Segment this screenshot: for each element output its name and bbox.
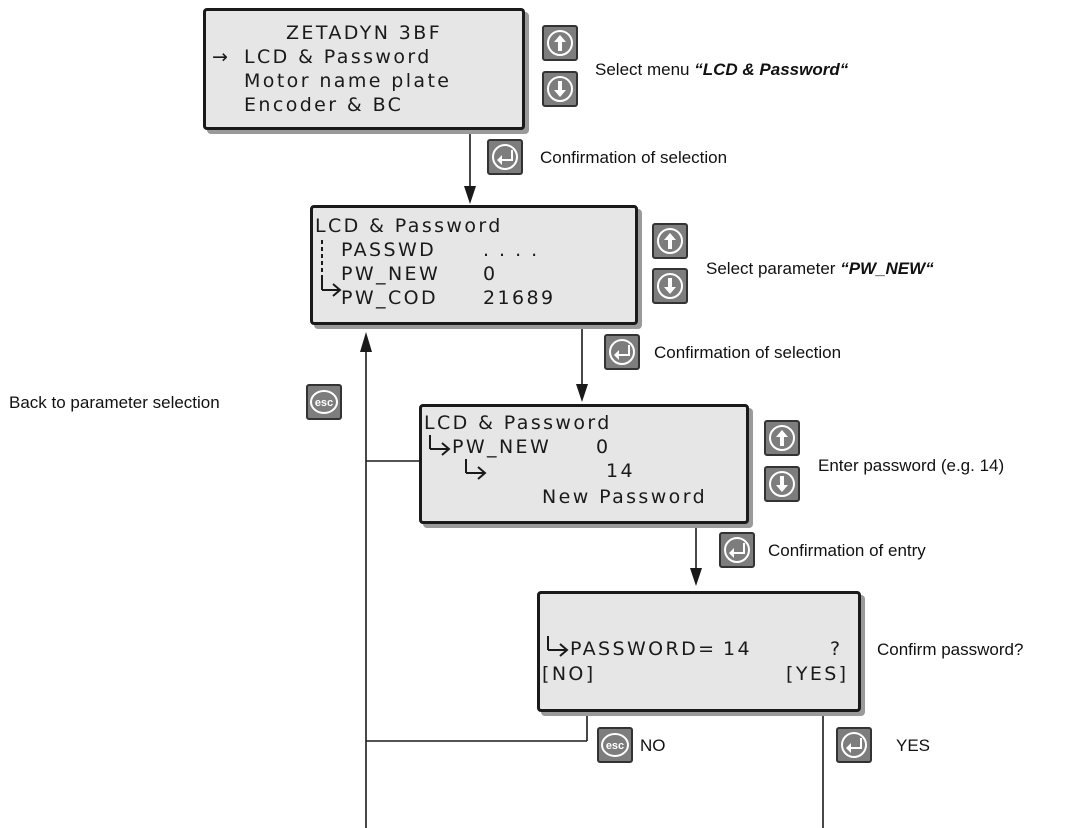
- param-pw-cod-value: 21689: [483, 287, 556, 309]
- label-select-parameter: Select parameter “PW_NEW“: [706, 259, 934, 278]
- esc-icon: esc: [601, 733, 629, 757]
- menu-item-lcd-password[interactable]: LCD & Password: [244, 46, 432, 68]
- lcd-screen-new-password: LCD & Password PW_NEW 0 14 New Password: [419, 404, 749, 524]
- confirm-arrow-icon: [547, 636, 569, 657]
- menu-item-encoder-bc[interactable]: Encoder & BC: [244, 94, 404, 116]
- label-back-to-parameter-selection: Back to parameter selection: [9, 393, 220, 412]
- label-confirm-selection: Confirmation of selection: [540, 148, 728, 167]
- enter-icon: [724, 537, 750, 563]
- enter-icon: [609, 339, 635, 365]
- no-option[interactable]: [NO]: [542, 663, 596, 685]
- label-no: NO: [640, 736, 666, 755]
- new-password-caption: New Password: [542, 486, 708, 508]
- selection-path-icon: [321, 240, 342, 297]
- label-yes: YES: [896, 736, 931, 755]
- esc-key[interactable]: esc: [306, 384, 342, 420]
- up-arrow-icon: [547, 30, 573, 56]
- up-arrow-key[interactable]: [764, 420, 800, 456]
- esc-icon: esc: [310, 390, 338, 414]
- enter-key[interactable]: [836, 727, 872, 763]
- menu-cursor-arrow: →: [212, 46, 228, 68]
- password-confirm-value: 14: [723, 638, 752, 660]
- label-select-parameter-value: “PW_NEW“: [840, 259, 934, 278]
- sub-arrow-icon: [429, 435, 451, 456]
- screen-title: LCD & Password: [315, 215, 503, 237]
- label-enter-password: Enter password (e.g. 14): [818, 456, 1005, 475]
- param-pw-new[interactable]: PW_NEW: [341, 263, 441, 285]
- down-arrow-key[interactable]: [764, 466, 800, 502]
- label-select-menu: Select menu “LCD & Password“: [595, 60, 849, 79]
- enter-icon: [841, 732, 867, 758]
- param-pw-new: PW_NEW: [452, 436, 552, 458]
- password-prompt: PASSWORD=: [570, 638, 717, 660]
- param-pw-new-value: 0: [596, 436, 611, 458]
- enter-key[interactable]: [604, 334, 640, 370]
- enter-key[interactable]: [487, 139, 523, 175]
- yes-option[interactable]: [YES]: [786, 663, 849, 685]
- screen-title: ZETADYN 3BF: [286, 22, 443, 44]
- up-arrow-key[interactable]: [652, 223, 688, 259]
- enter-key[interactable]: [719, 532, 755, 568]
- enter-icon: [492, 144, 518, 170]
- down-arrow-key[interactable]: [652, 268, 688, 304]
- lcd-screen-parameters: LCD & Password PASSWD .... PW_NEW 0 PW_C…: [310, 205, 638, 325]
- param-pw-cod[interactable]: PW_COD: [341, 287, 438, 309]
- lcd-screen-main-menu: ZETADYN 3BF → LCD & Password Motor name …: [203, 8, 525, 130]
- label-confirm-entry: Confirmation of entry: [768, 541, 926, 560]
- screen-title: LCD & Password: [424, 412, 612, 434]
- down-arrow-icon: [547, 76, 573, 102]
- label-confirm-selection: Confirmation of selection: [654, 343, 842, 362]
- label-select-menu-value: “LCD & Password“: [694, 60, 849, 79]
- param-passwd-value: ....: [483, 239, 548, 261]
- esc-key[interactable]: esc: [597, 727, 633, 763]
- menu-item-motor-name-plate[interactable]: Motor name plate: [244, 70, 452, 92]
- svg-text:esc: esc: [315, 397, 333, 409]
- question-mark: ?: [830, 638, 843, 660]
- up-arrow-key[interactable]: [542, 25, 578, 61]
- label-confirm-password: Confirm password?: [877, 640, 1024, 659]
- param-passwd[interactable]: PASSWD: [341, 239, 437, 261]
- svg-text:esc: esc: [606, 740, 624, 752]
- down-arrow-key[interactable]: [542, 71, 578, 107]
- up-arrow-icon: [657, 228, 683, 254]
- lcd-screen-confirm-password: PASSWORD= 14 ? [NO] [YES]: [537, 591, 861, 712]
- entry-arrow-icon: [465, 459, 487, 480]
- param-pw-new-value: 0: [483, 263, 498, 285]
- down-arrow-icon: [769, 471, 795, 497]
- password-entry-value[interactable]: 14: [606, 460, 635, 482]
- down-arrow-icon: [657, 273, 683, 299]
- up-arrow-icon: [769, 425, 795, 451]
